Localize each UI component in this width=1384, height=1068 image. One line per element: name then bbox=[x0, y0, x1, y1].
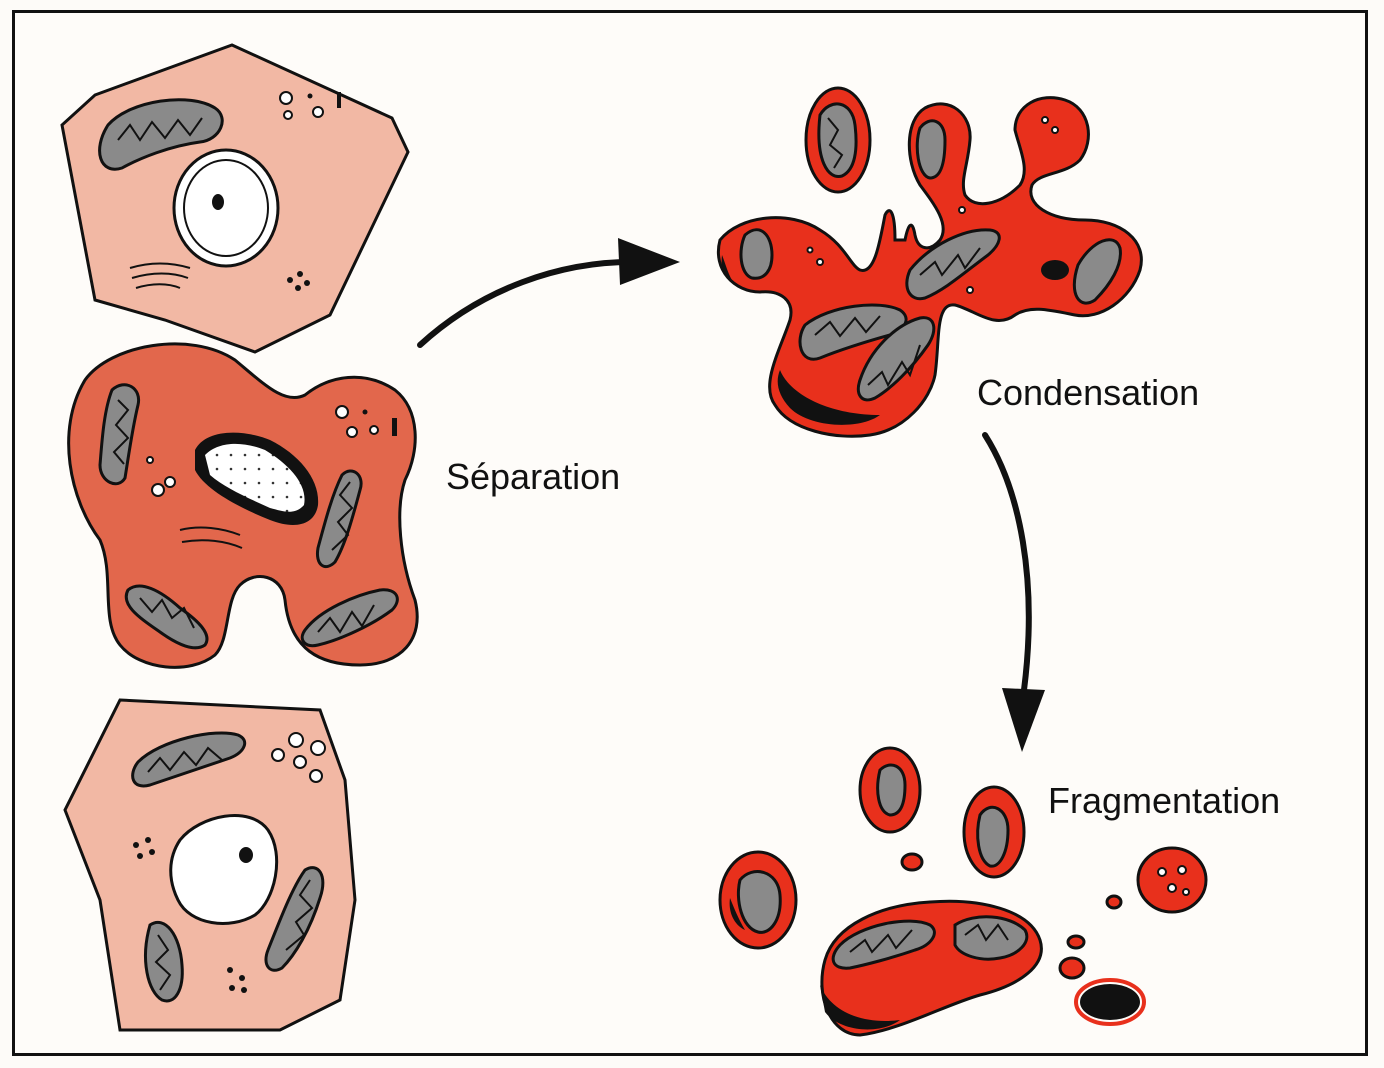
apoptotic-bodies bbox=[718, 746, 1208, 1037]
nucleus bbox=[172, 148, 280, 268]
mitochondrion bbox=[131, 731, 247, 788]
nucleus bbox=[169, 814, 279, 925]
mitochondrion bbox=[144, 921, 184, 1003]
normal-cell-bottom bbox=[63, 698, 357, 1032]
nucleus bbox=[195, 432, 319, 525]
normal-cell-top bbox=[60, 43, 410, 354]
label-fragmentation: Fragmentation bbox=[1048, 780, 1281, 821]
nucleolus bbox=[239, 847, 253, 863]
condensed-cell bbox=[717, 86, 1143, 438]
arrow-to-fragmentation bbox=[982, 432, 1032, 693]
mitochondrion bbox=[98, 98, 224, 171]
mitochondrion bbox=[98, 383, 141, 486]
arrow-to-condensation bbox=[417, 258, 643, 348]
mitochondrion bbox=[315, 469, 363, 568]
arrowhead-down bbox=[1002, 688, 1045, 752]
separating-cell bbox=[67, 342, 419, 669]
mitochondrion bbox=[300, 588, 399, 648]
label-condensation: Condensation bbox=[977, 372, 1200, 413]
mitochondrion bbox=[124, 584, 209, 650]
mitochondrion bbox=[264, 866, 325, 972]
label-separation: Séparation bbox=[446, 456, 621, 497]
nucleolus bbox=[212, 194, 224, 210]
arrowhead-right bbox=[618, 238, 680, 285]
